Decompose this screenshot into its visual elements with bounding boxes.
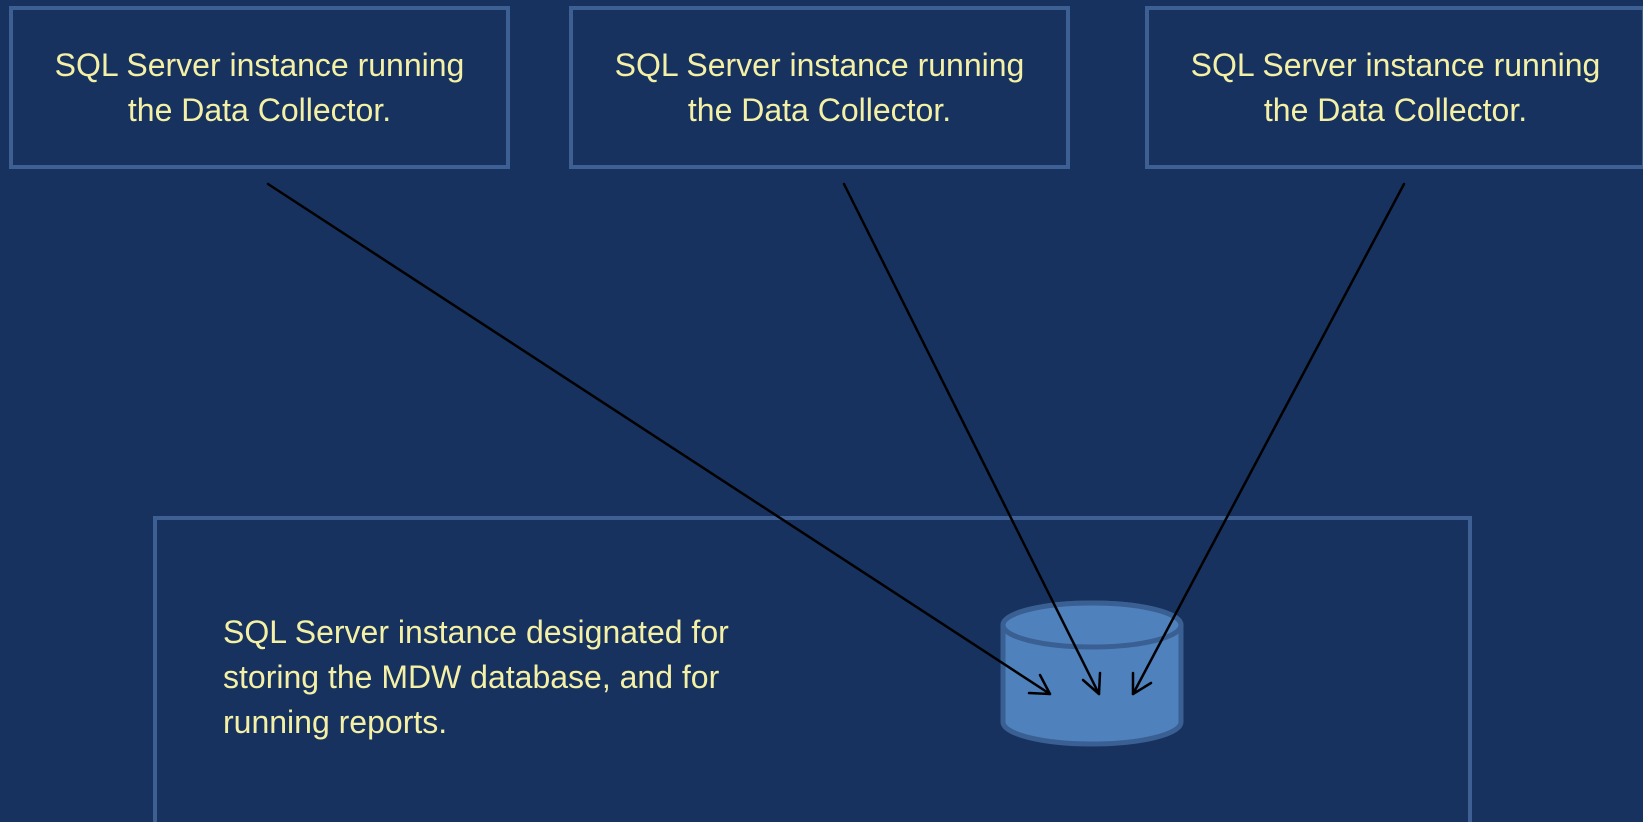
arrow-collector-3-to-mdw (1131, 182, 1406, 696)
mdw-server-box (153, 516, 1472, 822)
data-collector-label-1: SQL Server instance running the Data Col… (54, 46, 465, 128)
data-collector-box-1: SQL Server instance running the Data Col… (9, 6, 510, 169)
arrow-collector-2-to-mdw (842, 182, 1102, 696)
cylinder-top (1000, 600, 1184, 650)
arrow-collector-1-to-mdw (266, 182, 1052, 696)
database-cylinder-icon (1000, 600, 1184, 747)
data-collector-label-3: SQL Server instance running the Data Col… (1190, 46, 1601, 128)
mdw-server-label: SQL Server instance designated for stori… (223, 614, 729, 740)
data-collector-box-3: SQL Server instance running the Data Col… (1145, 6, 1643, 169)
data-collector-box-2: SQL Server instance running the Data Col… (569, 6, 1070, 169)
data-collector-label-2: SQL Server instance running the Data Col… (614, 46, 1025, 128)
